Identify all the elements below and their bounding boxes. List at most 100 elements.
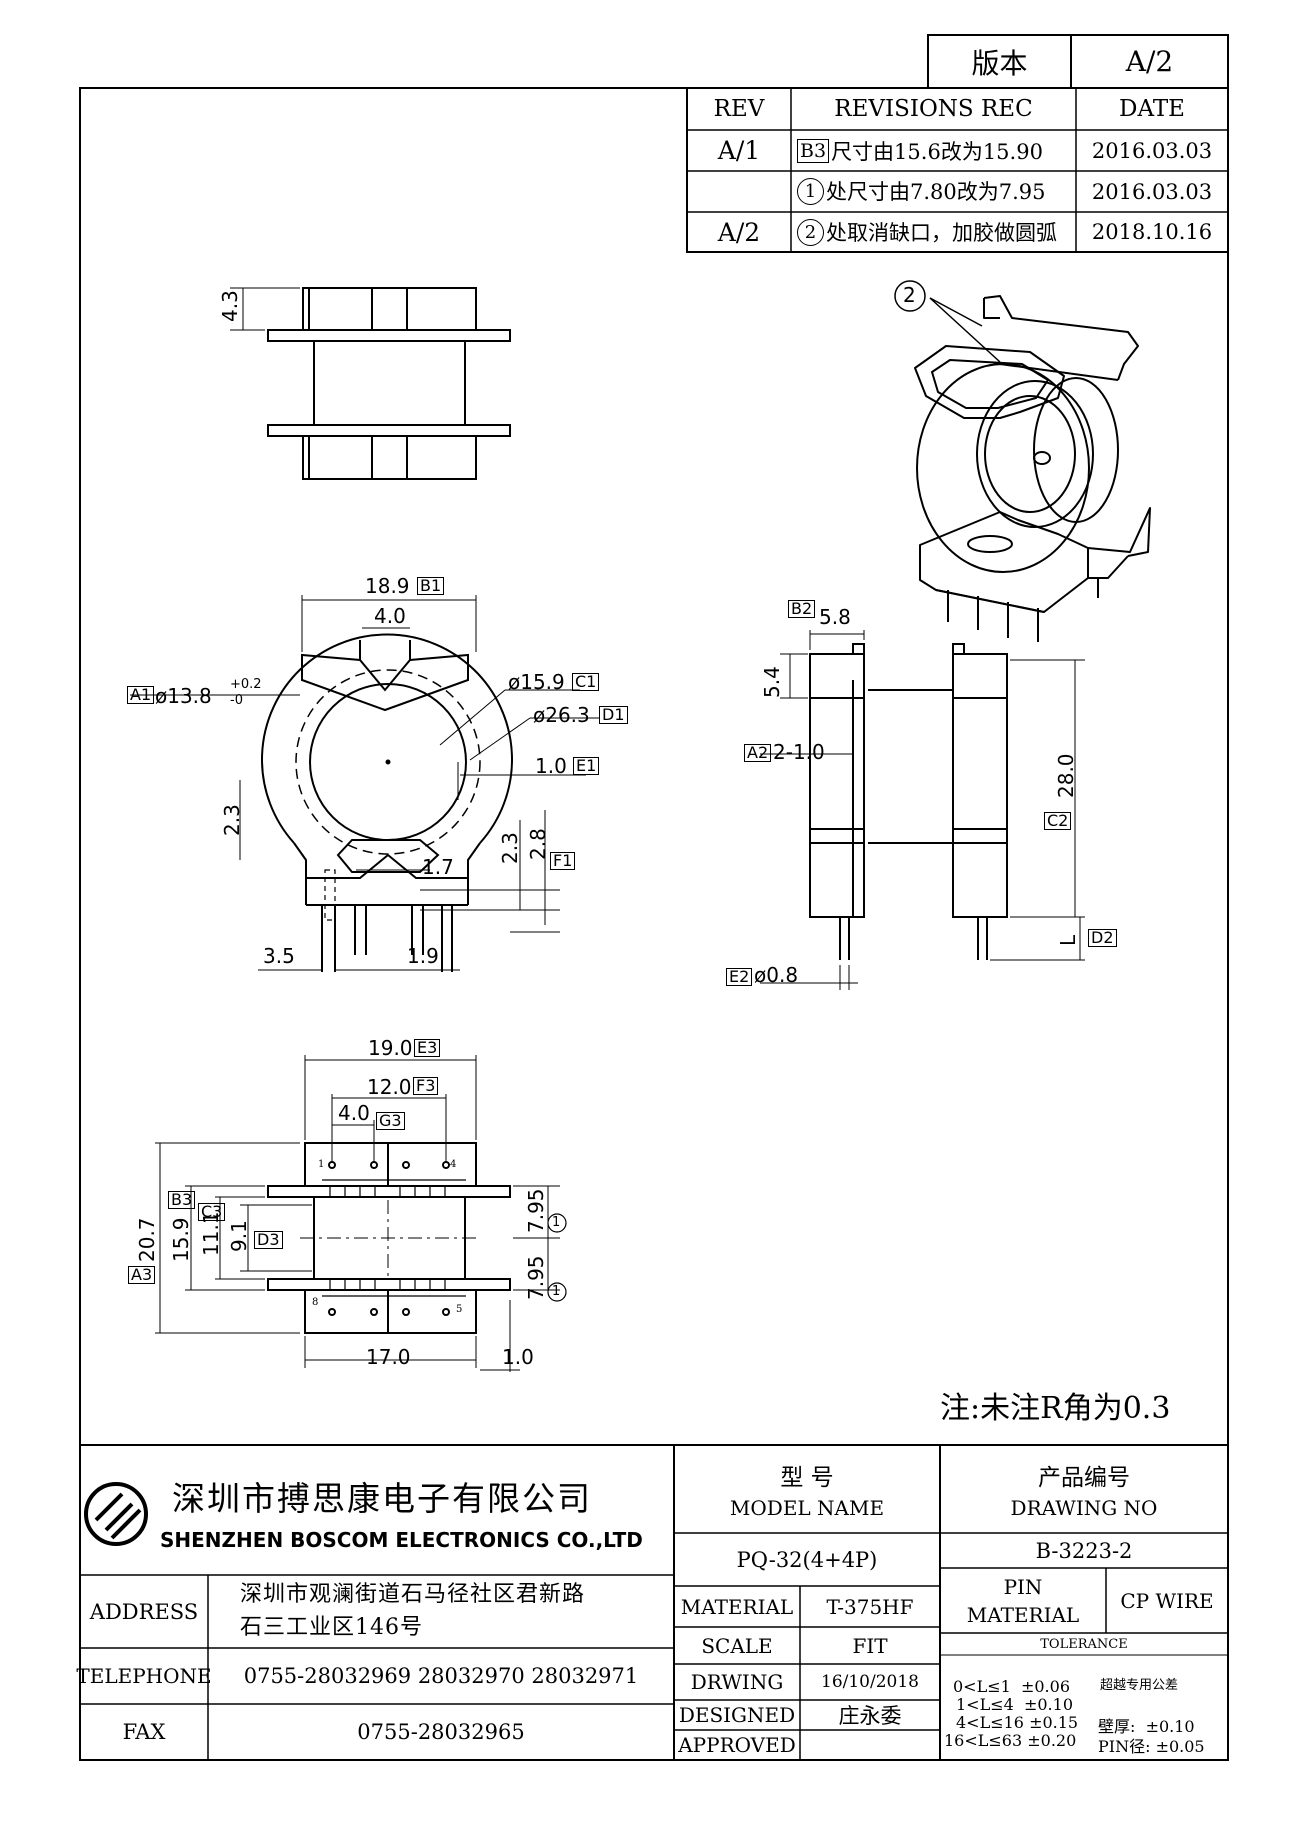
material-value: T-375HF [826, 1594, 914, 1619]
designed-value: 庄永委 [838, 1704, 902, 1728]
front-outer-dia: ø26.3 [533, 703, 590, 727]
company-logo-icon [84, 1482, 148, 1546]
side-wall-dim: 2-1.0 [773, 740, 825, 764]
company-name-cn: 深圳市搏思康电子有限公司 [172, 1479, 592, 1518]
approved-label: APPROVED [678, 1733, 796, 1757]
pin-dia-tolerance: PIN径: ±0.05 [1098, 1737, 1205, 1756]
side-flange-width: 5.8 [819, 605, 851, 629]
pin-label: 5 [456, 1304, 463, 1315]
ref-box: D1 [599, 706, 628, 724]
front-pin-offset: 3.5 [263, 944, 295, 968]
ref-box: D3 [254, 1231, 283, 1249]
front-pin-pitch: 1.9 [407, 944, 439, 968]
bottom-height-4: 9.1 [227, 1220, 251, 1252]
rev-row-2-text: 处尺寸由7.80改为7.95 [826, 180, 1046, 204]
ref-box: B3 [797, 139, 830, 163]
front-wall-dim: 1.0 [535, 754, 567, 778]
drawing-no-label-en: DRAWING NO [1010, 1496, 1158, 1520]
pin-material-label-2: MATERIAL [966, 1603, 1080, 1627]
ref-box: E1 [573, 757, 600, 775]
front-inner-dia: ø13.8 [155, 684, 212, 708]
pin-label: 8 [312, 1297, 319, 1308]
ref-box: E3 [414, 1039, 441, 1057]
address-label: ADDRESS [89, 1599, 199, 1624]
rev-row-3-rev: A/2 [717, 217, 761, 247]
pin-material-value: CP WIRE [1120, 1588, 1214, 1613]
rev-row-2-desc: 1 处尺寸由7.80改为7.95 [797, 175, 1046, 207]
ref-box: A3 [128, 1266, 156, 1284]
ref-box: A2 [744, 744, 772, 762]
ref-box: B1 [417, 577, 445, 595]
wall-tolerance: 壁厚: ±0.10 [1098, 1717, 1195, 1736]
drwing-value: 16/10/2018 [821, 1672, 919, 1692]
drwing-label: DRWING [690, 1670, 784, 1694]
material-label: MATERIAL [680, 1594, 794, 1619]
rev-row-2-date: 2016.03.03 [1091, 179, 1213, 204]
tolerance-note: 超越专用公差 [1100, 1678, 1179, 1693]
rev-header-rev: REV [713, 96, 765, 122]
ref-box: A1 [127, 686, 155, 704]
side-pin-diameter: ø0.8 [754, 963, 799, 987]
ref-box: B2 [788, 600, 816, 618]
fax-value: 0755-28032965 [357, 1720, 525, 1744]
model-label-cn: 型 号 [780, 1465, 834, 1491]
telephone-value: 0755-28032969 28032970 28032971 [243, 1664, 639, 1688]
ref-box: B3 [168, 1191, 196, 1209]
address-line-2: 石三工业区146号 [240, 1615, 423, 1640]
telephone-label: TELEPHONE [76, 1664, 212, 1688]
drawing-note: 注:未注R角为0.3 [940, 1391, 1171, 1426]
circle-marker-icon: 1 [797, 177, 824, 205]
model-label-en: MODEL NAME [729, 1496, 885, 1520]
designed-label: DESIGNED [678, 1703, 796, 1727]
scale-label: SCALE [701, 1633, 773, 1658]
bottom-upper-dim: 7.95 [524, 1188, 548, 1233]
drawing-no-value: B-3223-2 [1035, 1538, 1133, 1563]
bottom-pin-gap: 4.0 [338, 1101, 370, 1125]
iso-callout-number: 2 [903, 283, 916, 307]
ref-box: D2 [1088, 929, 1117, 947]
pin-label: 4 [450, 1159, 457, 1170]
rev-row-1-rev: A/1 [717, 136, 761, 165]
ref-box: F1 [550, 852, 576, 870]
address-line-1: 深圳市观澜街道石马径社区君新路 [240, 1582, 586, 1607]
company-name-en: SHENZHEN BOSCOM ELECTRONICS CO.,LTD [160, 1528, 643, 1552]
pin-label: 1 [318, 1159, 325, 1170]
version-label: 版本 [971, 46, 1028, 80]
fax-label: FAX [122, 1720, 166, 1744]
tolerance-label: TOLERANCE [1040, 1636, 1128, 1652]
tolerance-row-4: 16<L≤63 ±0.20 [944, 1731, 1077, 1750]
rev-row-1-desc: B3 尺寸由15.6改为15.90 [797, 135, 1043, 167]
circle-marker-icon: 1 [552, 1284, 561, 1299]
circle-marker-icon: 1 [552, 1215, 561, 1230]
ref-box: F3 [413, 1077, 439, 1095]
ref-box: C2 [1044, 812, 1072, 830]
bottom-edge-dim: 1.0 [502, 1345, 534, 1369]
bottom-width-dim: 19.0 [368, 1036, 413, 1060]
ref-box: G3 [376, 1112, 405, 1130]
front-gap-dim: 1.7 [422, 855, 454, 879]
bottom-height-2: 15.9 [169, 1217, 193, 1262]
version-value: A/2 [1125, 45, 1174, 78]
tolerance-row-3: 4<L≤16 ±0.15 [956, 1713, 1079, 1732]
circle-marker-icon: 2 [797, 218, 824, 246]
tolerance-row-1: 0<L≤1 ±0.06 [953, 1677, 1070, 1696]
ref-box: C1 [572, 673, 600, 691]
rev-header-date: DATE [1119, 96, 1185, 122]
front-inner-dia-tol-plus: +0.2 [230, 677, 262, 692]
bottom-lower-dim: 7.95 [524, 1255, 548, 1300]
scale-value: FIT [852, 1633, 888, 1658]
front-width-dim: 18.9 [365, 574, 410, 598]
bottom-pin-span: 12.0 [367, 1075, 412, 1099]
model-value: PQ-32(4+4P) [736, 1547, 878, 1572]
front-inner-dia-tol-minus: -0 [230, 693, 243, 708]
rev-row-3-date: 2018.10.16 [1091, 220, 1213, 244]
front-mid-dia: ø15.9 [508, 670, 565, 694]
rev-row-3-text: 处取消缺口，加胶做圆弧 [826, 221, 1057, 245]
rev-row-1-text: 尺寸由15.6改为15.90 [831, 140, 1043, 164]
rev-row-3-desc: 2 处取消缺口，加胶做圆弧 [797, 216, 1057, 248]
